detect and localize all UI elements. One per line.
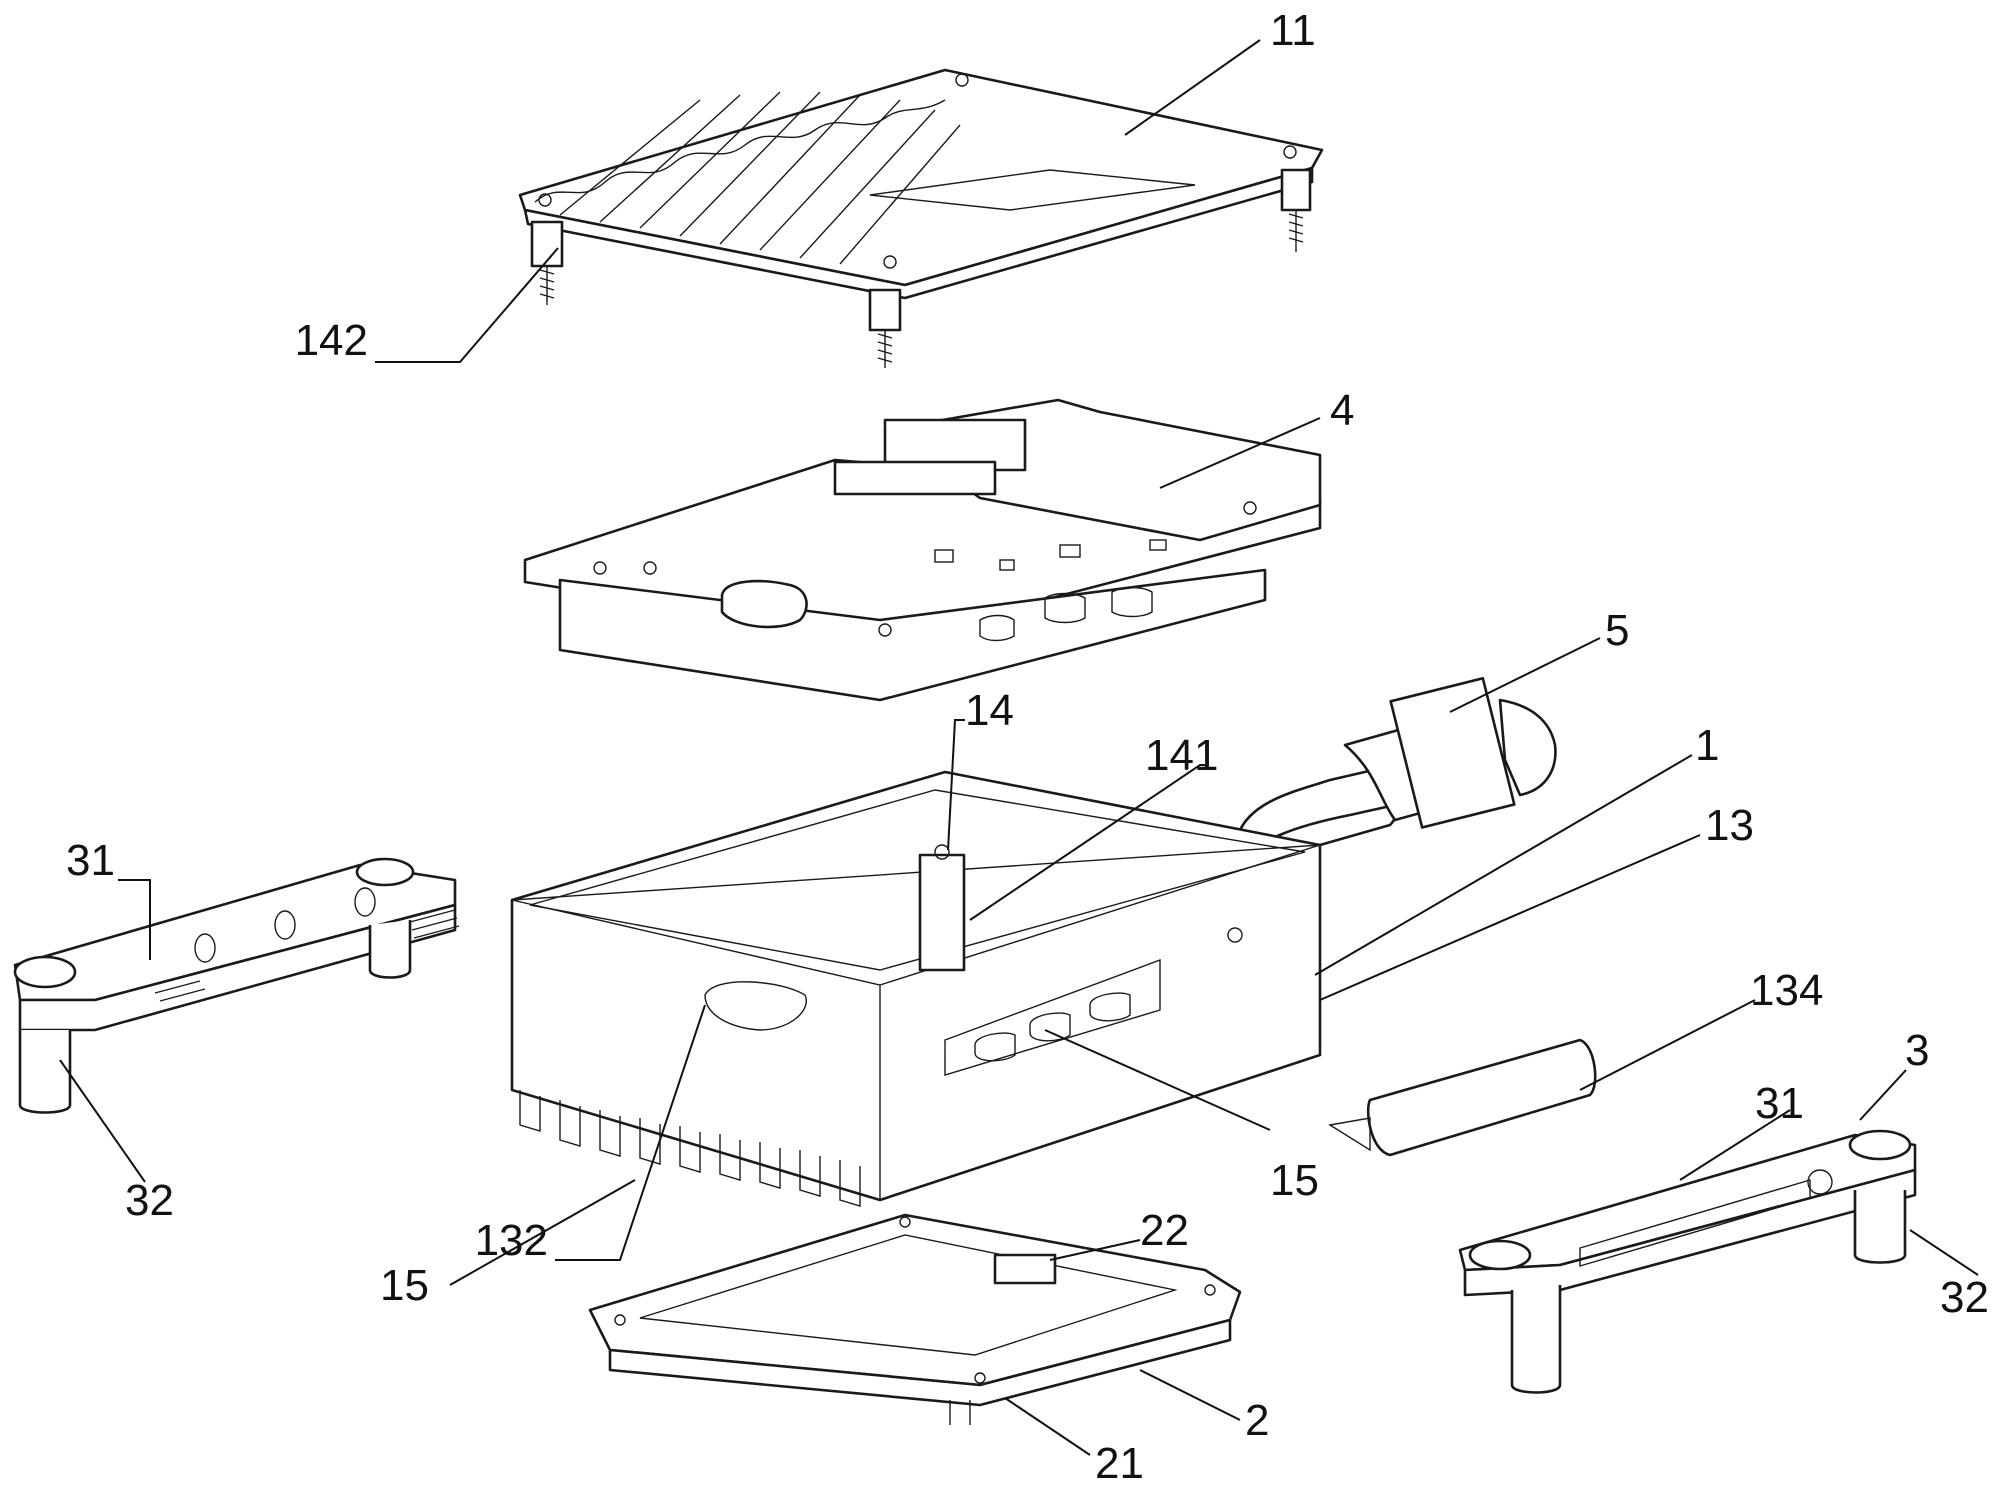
standoff-screws bbox=[530, 168, 1312, 368]
right-handle bbox=[1458, 1129, 1917, 1394]
label-housing-wall: 13 bbox=[1705, 801, 1754, 850]
label-cover: 11 bbox=[1270, 6, 1316, 55]
label-grip-hole: 132 bbox=[475, 1216, 548, 1265]
housing bbox=[510, 770, 1322, 1207]
label-right-handle-bar: 31 bbox=[1755, 1079, 1804, 1128]
base-plate bbox=[588, 1213, 1242, 1425]
label-connector: 5 bbox=[1605, 606, 1629, 655]
label-left-handle-bar: 31 bbox=[66, 836, 115, 885]
label-base-plate: 2 bbox=[1245, 1396, 1269, 1445]
label-seal-strip: 134 bbox=[1750, 966, 1823, 1015]
cover-plate bbox=[518, 68, 1324, 300]
circuit-board-assembly bbox=[523, 398, 1322, 702]
label-post-hole: 141 bbox=[1145, 731, 1218, 780]
left-handle bbox=[13, 857, 460, 1114]
label-fins: 15 bbox=[380, 1261, 429, 1310]
leaders bbox=[59, 39, 1979, 1456]
reference-labels: 11 142 4 5 14 141 1 13 31 32 15 132 15 1… bbox=[66, 6, 1989, 1488]
label-base-tab: 22 bbox=[1140, 1206, 1189, 1255]
label-post: 14 bbox=[965, 686, 1014, 735]
label-circuit-board: 4 bbox=[1330, 386, 1354, 435]
label-housing: 1 bbox=[1695, 721, 1719, 770]
label-standoff-screw: 142 bbox=[295, 316, 368, 365]
label-side-window: 15 bbox=[1270, 1156, 1319, 1205]
seal-strip bbox=[1328, 1038, 1597, 1157]
label-left-handle-foot: 32 bbox=[125, 1176, 174, 1225]
label-right-handle-foot: 32 bbox=[1940, 1273, 1989, 1322]
label-base-edge: 21 bbox=[1095, 1439, 1144, 1488]
label-right-handle: 3 bbox=[1905, 1026, 1929, 1075]
